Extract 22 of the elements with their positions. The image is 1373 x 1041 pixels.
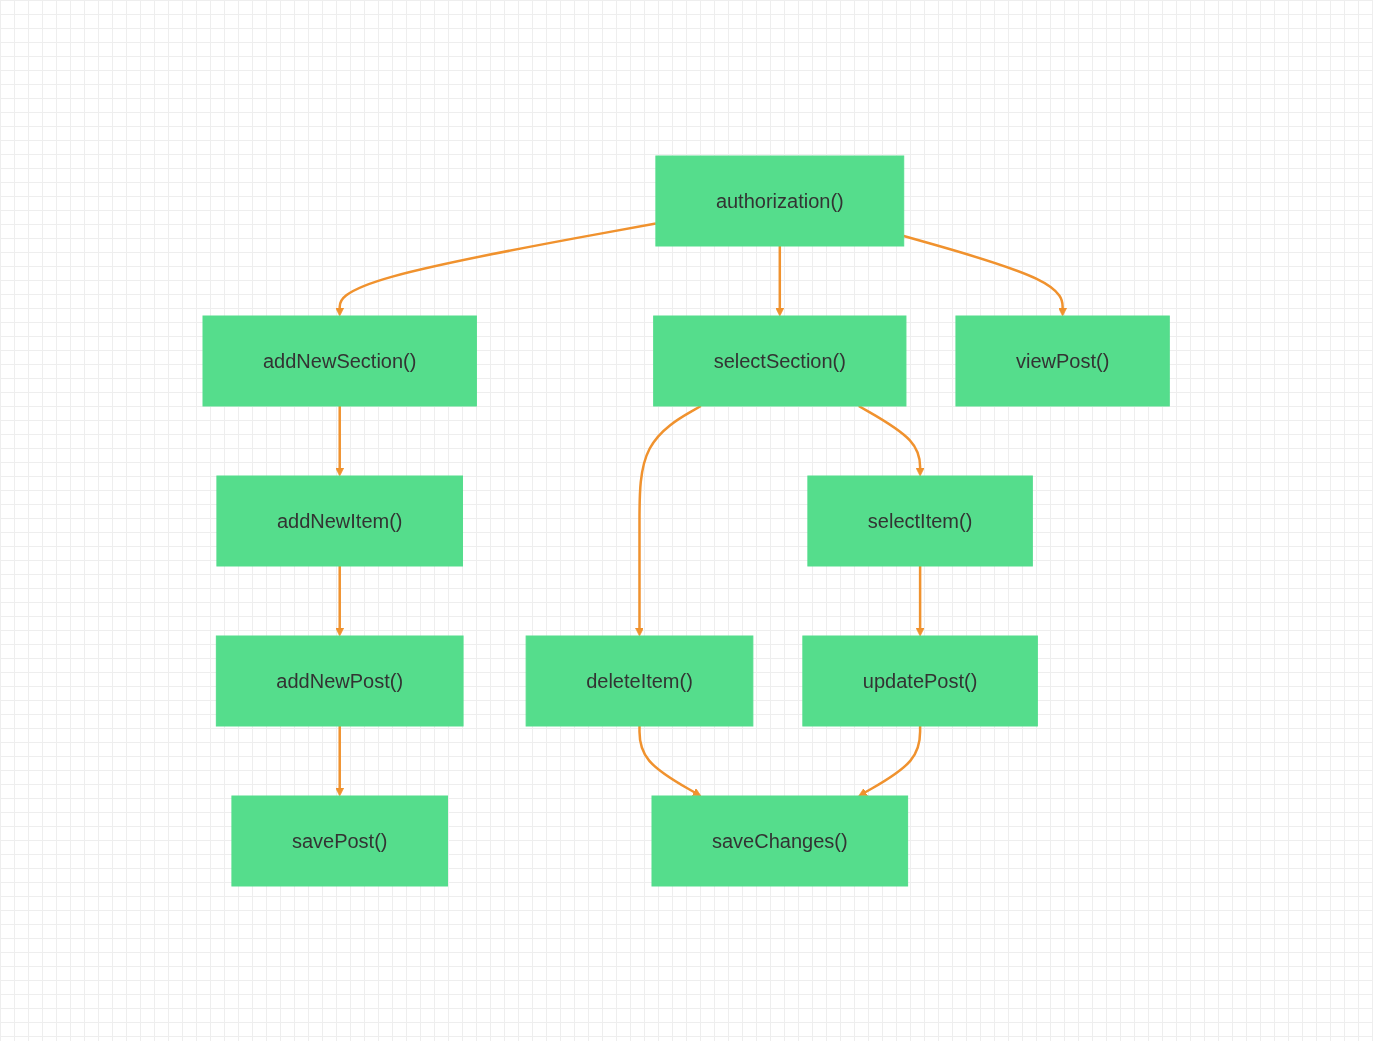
node-box: savePost() bbox=[231, 795, 449, 886]
arrow bbox=[335, 565, 345, 636]
arrow bbox=[638, 725, 702, 796]
node-box: authorization() bbox=[655, 155, 905, 246]
node-box: deleteItem() bbox=[526, 635, 754, 726]
node-box: addNewSection() bbox=[202, 315, 478, 406]
arrow bbox=[858, 404, 925, 476]
node-box: saveChanges() bbox=[651, 795, 909, 886]
arrow bbox=[335, 725, 345, 796]
arrow bbox=[335, 221, 657, 316]
arrow bbox=[775, 245, 785, 316]
arrow bbox=[903, 234, 1068, 316]
node-box: updatePost() bbox=[802, 635, 1039, 726]
arrow bbox=[335, 405, 345, 476]
node-box: addNewPost() bbox=[216, 635, 464, 726]
arrow bbox=[635, 404, 702, 636]
node-box: selectSection() bbox=[653, 315, 907, 406]
node-box: selectItem() bbox=[807, 475, 1034, 566]
arrow bbox=[916, 565, 925, 636]
arrow bbox=[858, 725, 922, 796]
node-box: addNewItem() bbox=[216, 475, 464, 566]
node-box: viewPost() bbox=[955, 315, 1171, 406]
